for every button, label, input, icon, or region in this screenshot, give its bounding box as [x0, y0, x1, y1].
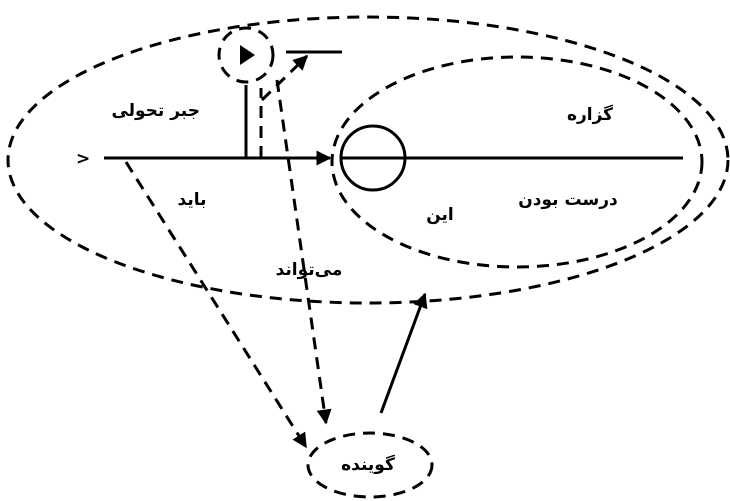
outer-ellipse	[6, 15, 730, 305]
operator-circle	[217, 26, 275, 84]
label-outer: جبر تحولی	[111, 101, 200, 121]
label-must: باید	[178, 190, 207, 210]
label-inner: گزاره	[567, 104, 613, 125]
play-icon	[240, 45, 255, 65]
label-this: این	[426, 205, 454, 225]
inner-ellipse	[330, 55, 704, 269]
left-marker: >	[76, 149, 90, 169]
can-arrow	[275, 79, 332, 425]
speaker-arrow	[379, 292, 428, 414]
operator-dashed-arrow	[260, 54, 309, 102]
must-arrow	[124, 161, 308, 449]
label-being-true: درست بودن	[518, 190, 618, 210]
label-can: می‌تواند	[276, 260, 343, 280]
label-speaker: گوینده	[341, 454, 395, 475]
speaker-ellipse	[306, 431, 434, 499]
